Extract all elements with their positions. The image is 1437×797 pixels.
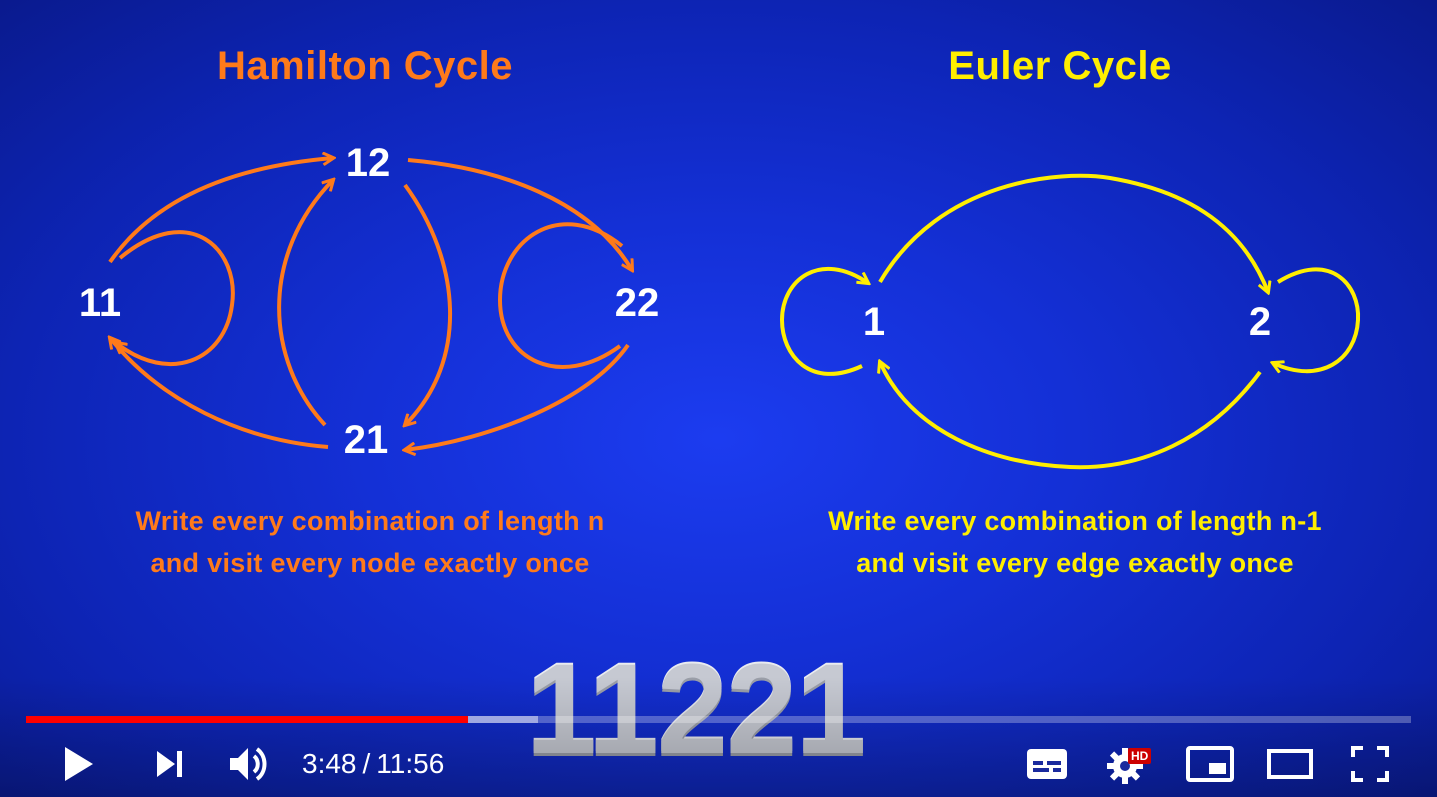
- play-icon: [65, 747, 93, 781]
- edge-2-2: [1273, 267, 1361, 371]
- hamilton-caption: Write every combination of length n and …: [40, 500, 700, 584]
- node-11: 11: [78, 281, 122, 325]
- theater-button[interactable]: [1262, 738, 1318, 790]
- theater-icon: [1267, 749, 1313, 779]
- hd-badge: HD: [1128, 748, 1152, 764]
- node-12: 12: [345, 141, 391, 185]
- edge-11-12: [108, 158, 333, 264]
- edge-12-22: [407, 158, 632, 270]
- edge-2-1: [880, 362, 1262, 470]
- node-21: 21: [343, 418, 389, 462]
- euler-caption: Write every combination of length n-1 an…: [740, 500, 1410, 584]
- duration: 11:56: [376, 748, 445, 779]
- subtitles-icon: [1027, 749, 1067, 779]
- node-2: 2: [1248, 300, 1272, 344]
- edge-12-21: [405, 183, 453, 425]
- progress-played: [26, 716, 468, 723]
- euler-title: Euler Cycle: [948, 44, 1172, 88]
- current-time: 3:48: [302, 748, 357, 779]
- fullscreen-icon: [1351, 746, 1389, 782]
- edge-1-2: [878, 173, 1268, 292]
- next-button[interactable]: [144, 738, 194, 790]
- progress-bar[interactable]: [26, 716, 1411, 723]
- play-button[interactable]: [50, 738, 106, 790]
- settings-button[interactable]: [1100, 738, 1154, 790]
- volume-button[interactable]: [222, 738, 276, 790]
- hamilton-title: Hamilton Cycle: [217, 44, 513, 88]
- node-1: 1: [862, 300, 886, 344]
- hamilton-caption-line2: and visit every node exactly once: [150, 548, 590, 578]
- next-icon: [157, 751, 182, 777]
- sequence-text: 11221: [440, 645, 950, 775]
- edge-1-1: [779, 266, 868, 376]
- node-22: 22: [614, 281, 660, 325]
- time-display: 3:48/11:56: [302, 747, 444, 781]
- euler-caption-line1: Write every combination of length n-1: [828, 506, 1322, 536]
- time-separator: /: [362, 748, 371, 779]
- edge-21-11: [110, 338, 329, 449]
- miniplayer-icon: [1186, 746, 1234, 782]
- volume-icon: [230, 747, 267, 781]
- hamilton-caption-line1: Write every combination of length n: [135, 506, 605, 536]
- edge-22-22: [497, 222, 624, 369]
- edge-22-21: [405, 343, 630, 450]
- edge-21-12: [277, 180, 333, 427]
- controls-gradient: [0, 677, 1437, 797]
- edge-11-11: [116, 230, 235, 367]
- miniplayer-button[interactable]: [1182, 738, 1238, 790]
- euler-caption-line2: and visit every edge exactly once: [856, 548, 1294, 578]
- fullscreen-button[interactable]: [1344, 738, 1396, 790]
- subtitles-button[interactable]: [1020, 738, 1074, 790]
